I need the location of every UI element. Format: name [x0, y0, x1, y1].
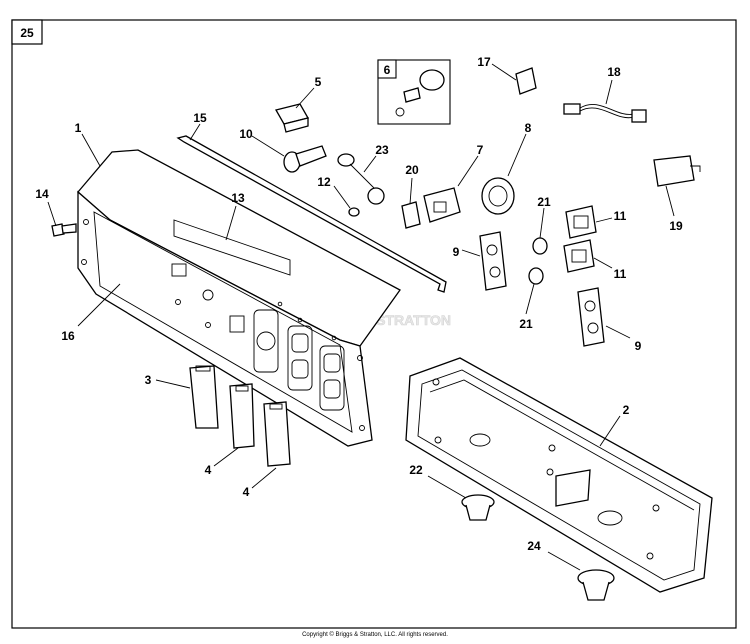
part-twist-lock-receptacle — [481, 177, 515, 215]
part-module — [653, 155, 701, 187]
part-cap — [337, 153, 385, 205]
callout-22: 22 — [409, 463, 423, 477]
callout-9: 9 — [635, 339, 642, 353]
part-control-panel — [77, 149, 401, 447]
callout-16: 16 — [61, 329, 75, 343]
part-meter — [423, 187, 461, 223]
part-gfci-b — [563, 239, 595, 273]
callout-17: 17 — [477, 55, 491, 69]
figure-number-box: 25 — [11, 19, 43, 45]
part-gfci-a — [565, 205, 597, 239]
callout-8: 8 — [525, 121, 532, 135]
part-duplex-receptacle-a — [479, 231, 507, 291]
part-switch — [275, 103, 309, 133]
part-small-screw — [348, 207, 360, 217]
callout-labels: 1 2 3 4 4 5 7 8 9 9 10 11 11 12 13 14 15… — [35, 55, 683, 553]
callout-20: 20 — [405, 163, 419, 177]
part-rocker-switch — [401, 201, 421, 229]
callout-4: 4 — [205, 463, 212, 477]
callout-1: 1 — [75, 121, 82, 135]
callout-24: 24 — [527, 539, 541, 553]
callout-11: 11 — [614, 267, 627, 281]
callout-21: 21 — [519, 317, 533, 331]
callout-3: 3 — [145, 373, 152, 387]
part-button-a — [532, 237, 548, 255]
part-breaker — [283, 145, 327, 173]
callout-7: 7 — [477, 143, 484, 157]
leader-lines — [47, 63, 675, 571]
part-cover-plate-4b — [263, 401, 291, 467]
part-rod — [176, 135, 447, 293]
inset-key-switch: 6 — [377, 59, 451, 125]
callout-21: 21 — [537, 195, 551, 209]
callout-15: 15 — [193, 111, 207, 125]
copyright-notice: Copyright © Briggs & Stratton, LLC. All … — [302, 632, 448, 638]
figure-number: 25 — [20, 26, 34, 40]
callout-23: 23 — [375, 143, 389, 157]
callout-9: 9 — [453, 245, 460, 259]
callout-18: 18 — [607, 65, 621, 79]
callout-13: 13 — [231, 191, 245, 205]
part-clip — [515, 67, 537, 95]
part-base-box — [405, 357, 713, 593]
part-cover-plate-3 — [189, 365, 219, 429]
callout-14: 14 — [35, 187, 49, 201]
callout-19: 19 — [669, 219, 683, 233]
callout-11: 11 — [614, 209, 627, 223]
callout-12: 12 — [317, 175, 331, 189]
callout-10: 10 — [239, 127, 253, 141]
part-grommet-24 — [577, 569, 615, 601]
part-grommet-22 — [461, 494, 495, 521]
part-screw — [51, 223, 77, 237]
part-button-b — [528, 267, 544, 285]
part-wire-harness — [563, 103, 647, 123]
diagram-frame — [11, 19, 737, 629]
callout-5: 5 — [315, 75, 322, 89]
inset-number: 6 — [384, 63, 391, 77]
callout-2: 2 — [623, 403, 630, 417]
callout-4: 4 — [243, 485, 250, 499]
part-cover-plate-4a — [229, 383, 255, 449]
part-duplex-receptacle-b — [577, 287, 605, 347]
